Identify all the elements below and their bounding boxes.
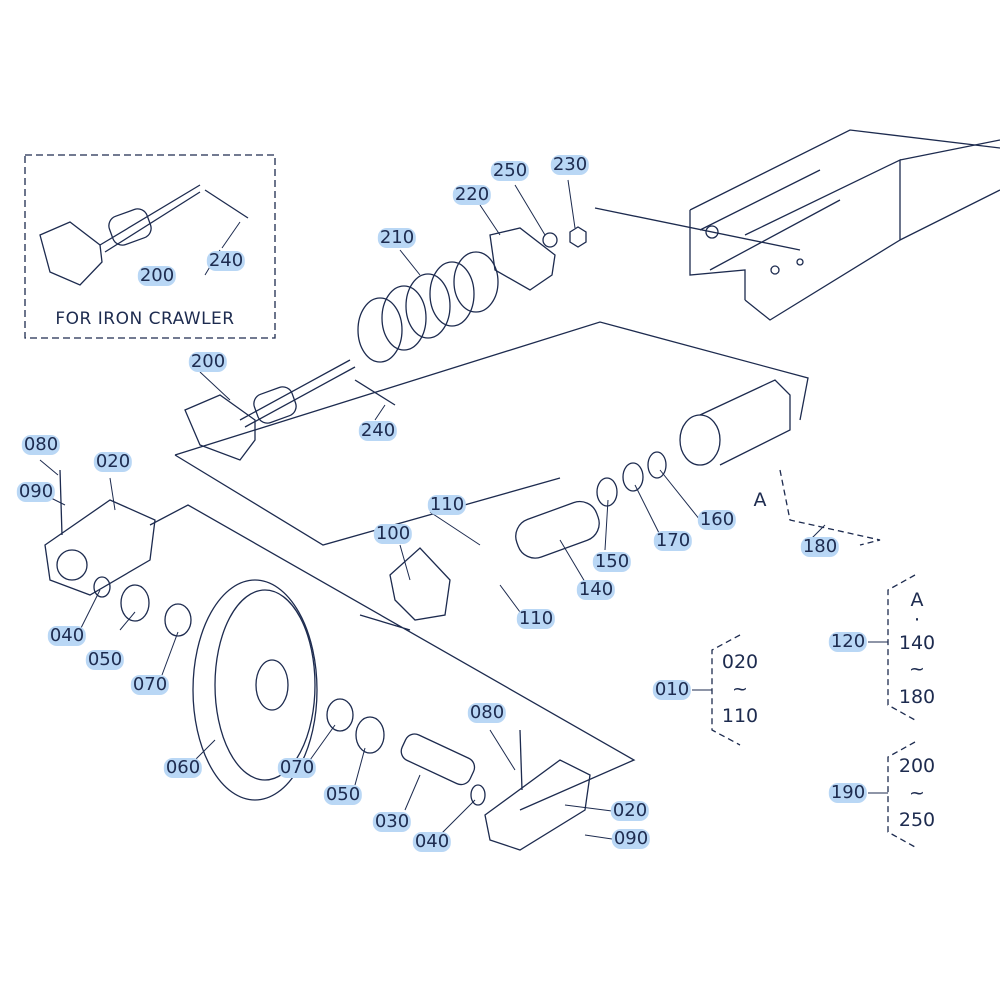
callout-110[interactable]: 110 [427,494,467,515]
oring-040-right [470,784,486,806]
nut-230 [569,226,587,248]
callout-160[interactable]: 160 [697,509,737,530]
callout-080[interactable]: 080 [21,434,61,455]
callout-050-right[interactable]: 050 [323,784,363,805]
section-outline-lower [149,504,636,811]
inset-caption: FOR IRON CRAWLER [55,309,235,329]
group-190-range-sep: ~ [909,782,925,804]
callout-170[interactable]: 170 [653,530,693,551]
seal-050 [120,584,150,622]
callout-100[interactable]: 100 [373,523,413,544]
group-120[interactable]: 120 [828,631,868,652]
callout-240[interactable]: 240 [358,420,398,441]
callout-090[interactable]: 090 [16,481,56,502]
callout-080-right[interactable]: 080 [467,702,507,723]
callout-040[interactable]: 040 [47,625,87,646]
reference-mark-a: A [753,489,767,511]
callout-230[interactable]: 230 [550,154,590,175]
callout-070-right[interactable]: 070 [277,757,317,778]
callout-200[interactable]: 200 [188,351,228,372]
callout-240-inset[interactable]: 240 [206,250,246,271]
group-010-range-sep: ~ [732,678,748,700]
callout-140[interactable]: 140 [576,579,616,600]
callout-050[interactable]: 050 [85,649,125,670]
callout-070[interactable]: 070 [130,674,170,695]
bushing-070-right [326,698,354,732]
washer-250 [542,232,558,248]
bracket-020-left [44,469,156,596]
ring-170 [622,462,644,492]
callout-040-right[interactable]: 040 [412,831,452,852]
callout-200-inset[interactable]: 200 [137,265,177,286]
callout-180[interactable]: 180 [800,536,840,557]
group-120-range-a: A [910,589,924,611]
oring-160 [647,451,667,479]
spring-part [357,251,499,363]
callout-020-right[interactable]: 020 [610,800,650,821]
group-010-range-end: 110 [721,705,759,727]
group-120-range-dot: · [913,609,921,631]
inset-bolt-part [39,184,249,286]
oring-040 [93,576,111,598]
cylinder-housing [679,379,791,466]
group-010-range-start: 020 [721,651,759,673]
bracket-020-right [484,729,591,851]
callout-110-lower[interactable]: 110 [516,608,556,629]
inset-frame [24,154,276,339]
leader-lines [39,179,826,840]
group-190-range-end: 250 [898,809,936,831]
section-outline-upper [174,207,809,546]
callout-220[interactable]: 220 [452,184,492,205]
group-190-range-start: 200 [898,755,936,777]
callout-150[interactable]: 150 [592,551,632,572]
track-frame [689,129,1000,321]
group-leaders [692,641,888,794]
callout-210[interactable]: 210 [377,227,417,248]
callout-020[interactable]: 020 [93,451,133,472]
group-120-range-end: 180 [898,686,936,708]
group-010[interactable]: 010 [652,679,692,700]
callout-030[interactable]: 030 [372,811,412,832]
shaft-030 [400,733,476,786]
group-190[interactable]: 190 [828,782,868,803]
callout-060[interactable]: 060 [163,757,203,778]
tension-bolt-200 [184,359,396,461]
spring-seat-220 [489,227,556,291]
seal-150 [596,477,618,507]
callout-250[interactable]: 250 [490,160,530,181]
seal-050-right [355,716,385,754]
group-120-range-sep: ~ [909,658,925,680]
bracket-100 [389,547,451,621]
callout-090-right[interactable]: 090 [611,828,651,849]
group-120-range-start: 140 [898,632,936,654]
idler-wheel-060 [192,579,318,801]
cylinder-140 [515,500,600,559]
bushing-070 [164,603,192,637]
